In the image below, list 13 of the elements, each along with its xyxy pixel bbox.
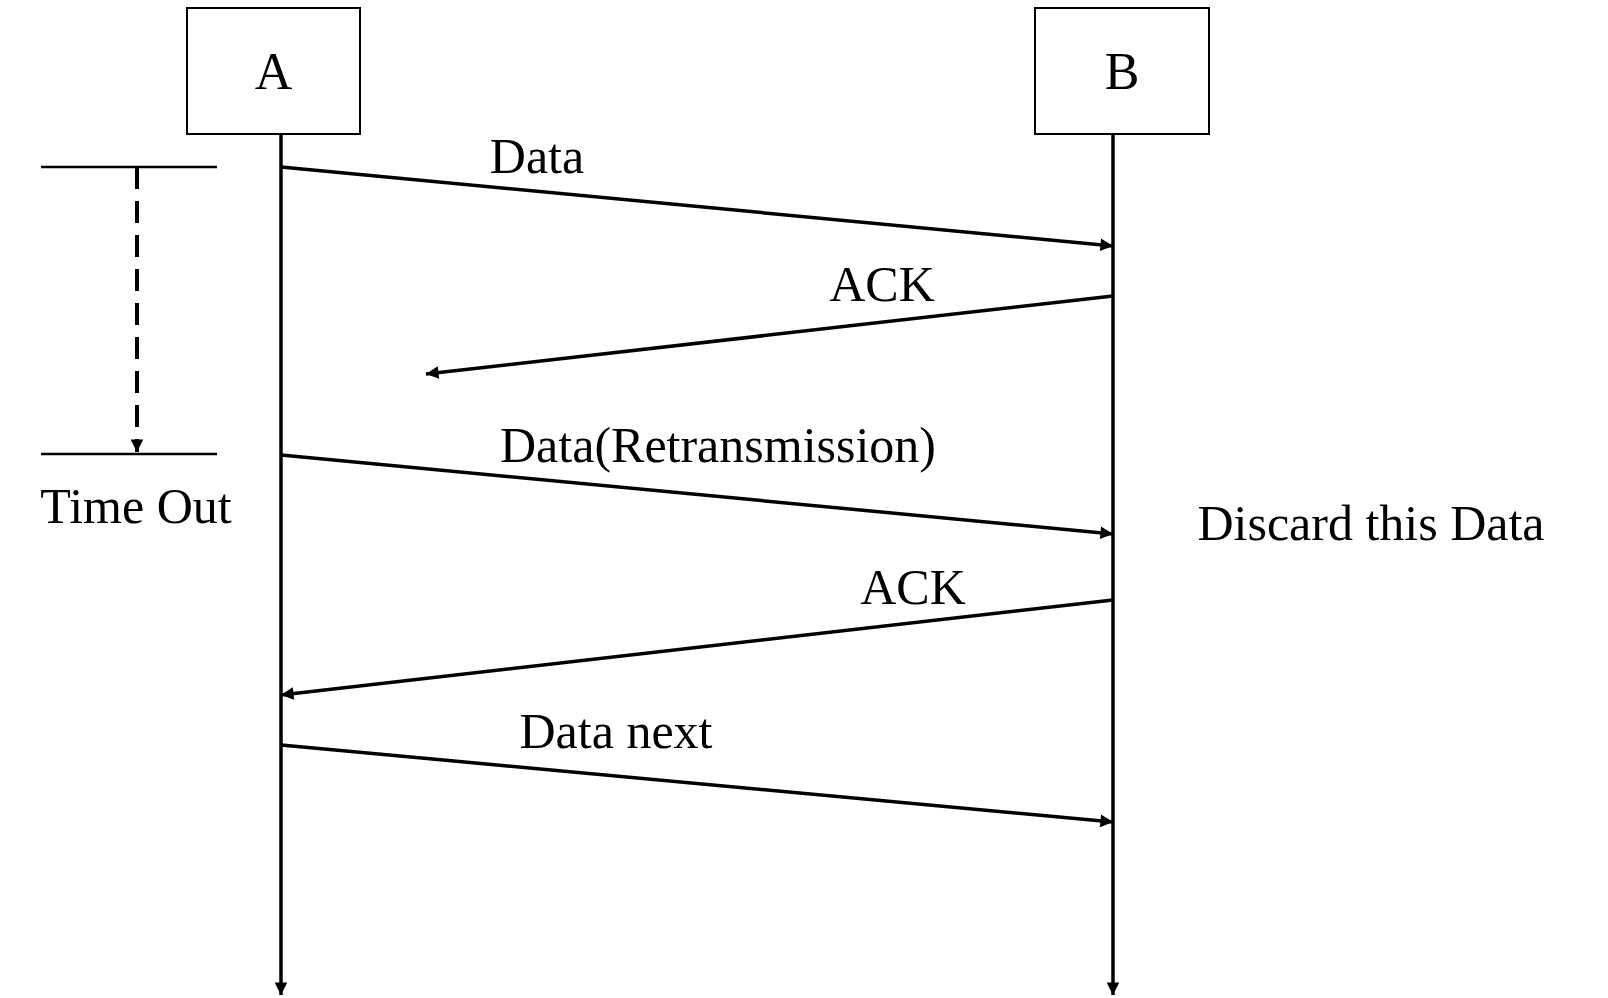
message-arrow — [425, 294, 1114, 379]
edge-label: ACK — [860, 562, 966, 612]
edge-label: Data next — [519, 706, 713, 756]
message-arrow — [280, 743, 1114, 828]
edge-label: Data — [489, 131, 585, 181]
message-arrow — [280, 453, 1114, 540]
edge-label: ACK — [829, 259, 935, 309]
message-arrow — [280, 598, 1114, 700]
message-arrow — [280, 165, 1114, 252]
timeout-label: Time Out — [40, 481, 232, 531]
status-note: Discard this Data — [1197, 498, 1545, 548]
participant-box: A — [186, 7, 361, 135]
participant-box: B — [1034, 7, 1210, 135]
